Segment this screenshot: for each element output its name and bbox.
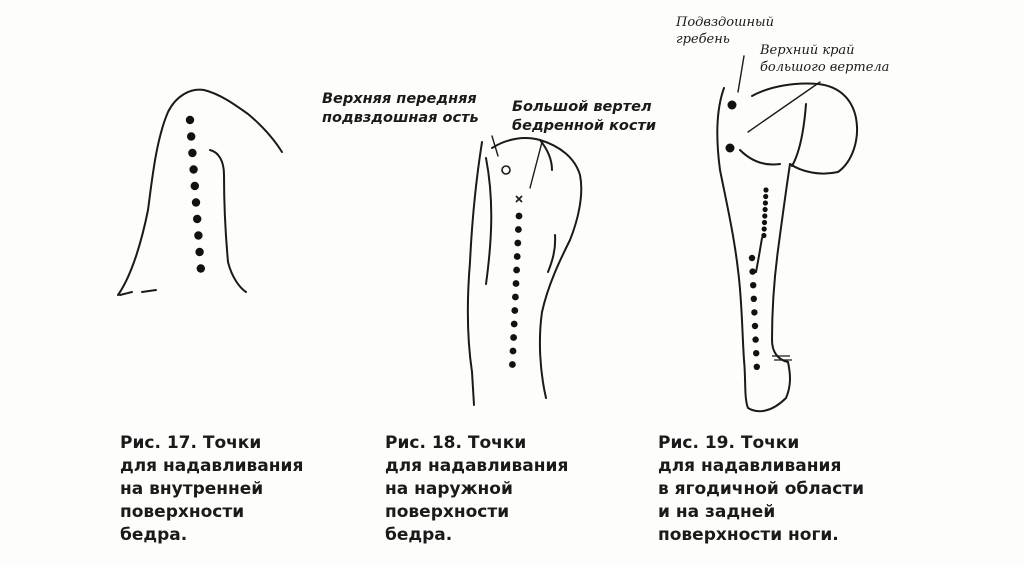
caption-fig19-line4: и на задней <box>658 502 776 522</box>
leader-lines <box>491 55 821 189</box>
caption-fig18-line3: на наружной <box>385 479 513 499</box>
fig19-point <box>753 350 760 357</box>
fig17-point <box>190 181 199 191</box>
fig17-thigh-outline <box>117 88 283 296</box>
fig18-point <box>512 280 520 287</box>
fig19-point <box>763 193 769 200</box>
fig18-point <box>514 239 522 247</box>
label-iliac-crest: Подвздошный гребень <box>676 14 774 48</box>
fig19-point <box>748 254 756 262</box>
caption-fig18-line5: бедра. <box>385 525 453 545</box>
caption-fig19-line5: поверхности ноги. <box>658 525 839 545</box>
fig19-point <box>751 309 758 316</box>
fig19-point <box>750 295 757 302</box>
label-trochanter: Большой вертел бедренной кости <box>512 98 656 136</box>
fig19-point <box>761 232 767 239</box>
fig19-point <box>761 219 768 226</box>
caption-fig19-line2: для надавливания <box>658 456 842 476</box>
caption-fig17-line1: Рис. 17. Точки <box>120 433 262 453</box>
fig18-point <box>509 347 517 355</box>
fig17-point <box>188 148 197 158</box>
fig17-point <box>187 132 196 141</box>
caption-fig17-line3: на внутренней <box>120 479 264 499</box>
caption-fig17: Рис. 17. Точки для надавливания на внутр… <box>120 432 303 547</box>
fig19-point <box>762 213 768 219</box>
fig17-point <box>194 231 203 240</box>
fig19-point <box>762 200 769 206</box>
fig18-point <box>512 293 519 301</box>
caption-fig18: Рис. 18. Точки для надавливания на наруж… <box>385 432 568 547</box>
caption-fig17-line4: поверхности <box>120 502 245 522</box>
fig19-point <box>753 363 760 370</box>
caption-fig17-line2: для надавливания <box>120 456 304 476</box>
fig19-point <box>750 282 757 289</box>
label-iliac-crest-line2: гребень <box>676 32 730 47</box>
fig19-point <box>749 268 756 275</box>
label-trochanter-top-line1: Верхний край <box>760 43 855 58</box>
fig18-thigh-outline <box>466 137 583 406</box>
fig19-point <box>752 336 759 343</box>
label-trochanter-line2: бедренной кости <box>512 118 657 134</box>
asis-marker <box>501 165 511 175</box>
label-asis: Верхняя передняя подвздошная ость <box>322 90 479 128</box>
fig18-point <box>510 334 517 341</box>
fig18-point <box>509 361 516 368</box>
fig17-point <box>185 115 195 125</box>
label-trochanter-top-line2: большого вертела <box>760 60 890 75</box>
fig18-point <box>515 226 522 233</box>
caption-fig18-line4: поверхности <box>385 502 510 522</box>
fig17-point <box>191 198 201 207</box>
fig18-markers <box>501 165 523 203</box>
fig17-point <box>193 214 202 224</box>
label-trochanter-line1: Большой вертел <box>512 99 652 115</box>
caption-fig19-line1: Рис. 19. Точки <box>658 433 800 453</box>
caption-fig17-line5: бедра. <box>120 525 188 545</box>
fig17-point <box>196 264 205 273</box>
fig19-point <box>751 322 759 330</box>
fig18-point <box>513 266 520 274</box>
trochanter-marker <box>515 195 523 203</box>
fig17-point <box>195 247 204 257</box>
fig19-point <box>727 100 737 110</box>
caption-fig18-line2: для надавливания <box>385 456 569 476</box>
fig18-point <box>511 307 519 314</box>
label-asis-line2: подвздошная ость <box>322 110 479 126</box>
fig17-point <box>189 165 198 174</box>
fig18-point <box>510 320 518 328</box>
fig18-point <box>513 253 521 260</box>
label-iliac-crest-line1: Подвздошный <box>676 15 774 30</box>
fig19-point <box>761 226 767 232</box>
label-asis-line1: Верхняя передняя <box>322 91 477 107</box>
caption-fig19-line3: в ягодичной области <box>658 479 865 499</box>
label-trochanter-top: Верхний край большого вертела <box>760 42 889 76</box>
fig19-point <box>763 187 769 193</box>
fig19-point <box>725 143 735 153</box>
pressure-points <box>185 100 769 370</box>
fig19-point <box>762 206 768 213</box>
caption-fig18-line1: Рис. 18. Точки <box>385 433 527 453</box>
fig18-point <box>515 212 523 220</box>
caption-fig19: Рис. 19. Точки для надавливания в ягодич… <box>658 432 864 547</box>
fig19-leg-outline <box>716 82 858 413</box>
fig19-toe-lines <box>772 355 792 361</box>
